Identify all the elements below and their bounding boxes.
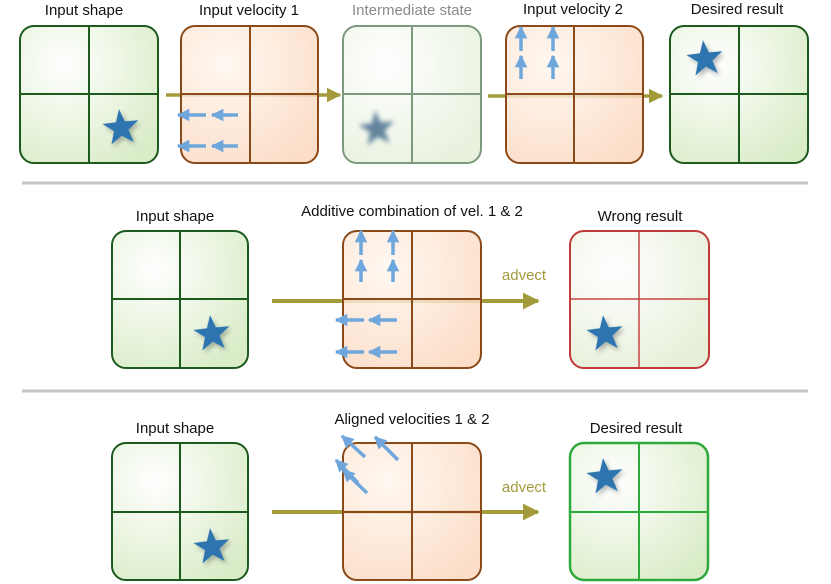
velocity-arrow — [340, 434, 367, 459]
grid-desired-result — [568, 441, 710, 582]
row2-label-wrong-result: Wrong result — [598, 208, 684, 225]
blurred-star-shape — [358, 110, 395, 146]
row2-label-input-shape: Input shape — [136, 208, 214, 225]
grid-input-shape — [19, 25, 159, 164]
advect-label: advect — [502, 267, 547, 284]
row-3: Input shape Aligned velocities 1 & 2 Des… — [111, 411, 710, 582]
row-2: Input shape Additive combination of vel.… — [111, 203, 710, 369]
grid-input-shape — [111, 230, 249, 369]
row3-label-aligned-velocities: Aligned velocities 1 & 2 — [334, 411, 489, 428]
grid-intermediate-state — [342, 25, 482, 164]
grid-aligned-velocities — [334, 434, 482, 581]
velocity-arrow — [341, 468, 369, 495]
star-shape — [686, 40, 723, 76]
row3-label-input-shape: Input shape — [136, 420, 214, 437]
row2-label-additive-combination: Additive combination of vel. 1 & 2 — [301, 203, 523, 220]
star-shape — [586, 315, 623, 351]
row1-label-intermediate-state: Intermediate state — [352, 2, 472, 19]
grid-wrong-result — [569, 230, 710, 369]
row1-label-desired-result: Desired result — [691, 1, 784, 18]
row1-label-input-shape: Input shape — [45, 2, 123, 19]
grid-additive-combination — [334, 229, 482, 369]
row1-label-input-velocity-1: Input velocity 1 — [199, 2, 299, 19]
grid-input-velocity-1 — [176, 25, 319, 164]
advect-label: advect — [502, 479, 547, 496]
star-shape — [193, 315, 230, 351]
row-1: Input shape Input velocity 1 Intermediat… — [19, 1, 809, 164]
row1-label-input-velocity-2: Input velocity 2 — [523, 1, 623, 18]
grid-desired-result — [669, 25, 809, 164]
star-shape — [102, 109, 139, 145]
star-shape — [193, 528, 230, 564]
row3-label-desired-result: Desired result — [590, 420, 683, 437]
star-shape — [586, 458, 623, 494]
grid-input-velocity-2 — [505, 25, 644, 164]
grid-input-shape — [111, 442, 249, 581]
velocity-arrow — [373, 435, 400, 462]
